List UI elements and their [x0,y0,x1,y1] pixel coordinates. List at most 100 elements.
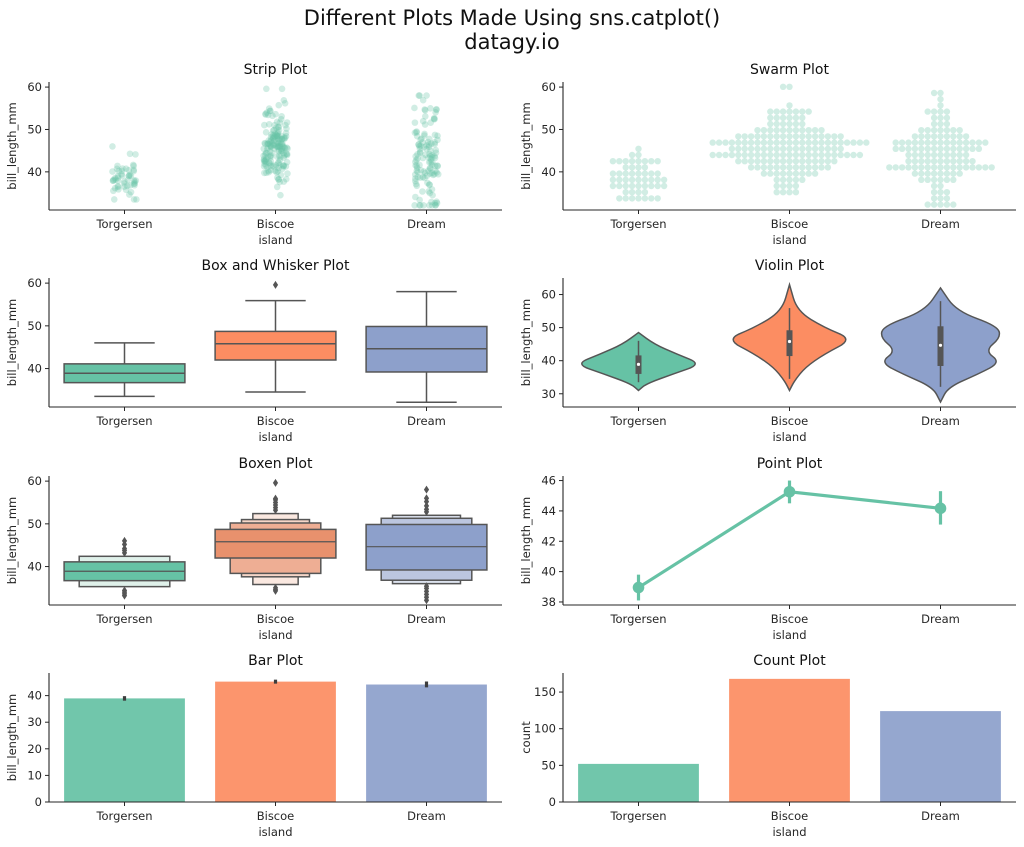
y-tick-label: 60 [27,474,42,488]
bar-dream [880,711,1001,802]
x-tick-label: Biscoe [257,217,295,231]
x-axis-label: island [258,430,292,444]
y-tick-label: 50 [541,321,556,335]
bar-torgersen [64,698,185,802]
y-tick-label: 100 [534,722,556,736]
x-axis-label: island [258,233,292,247]
subplot-title: Strip Plot [244,62,308,78]
x-tick-label: Dream [407,612,446,626]
subplot-title: Box and Whisker Plot [202,258,350,274]
point-line [637,490,941,589]
x-axis-label: island [772,825,806,839]
y-tick-label: 150 [534,685,556,699]
plot-area [109,85,442,209]
y-tick-label: 40 [27,689,42,703]
x-tick-label: Torgersen [609,414,666,428]
x-axis-label: island [772,233,806,247]
subplot-title: Bar Plot [248,653,303,669]
x-tick-label: Biscoe [771,217,809,231]
y-axis-label: bill_length_mm [5,497,19,584]
y-tick-label: 50 [541,758,556,772]
y-tick-label: 10 [27,768,42,782]
x-axis-label: island [258,628,292,642]
y-tick-label: 60 [27,80,42,94]
bar-biscoe [215,681,336,802]
x-tick-label: Biscoe [771,414,809,428]
boxen-torgersen [63,536,186,600]
y-tick-label: 0 [35,795,42,809]
bar-dream [366,684,487,802]
y-tick-label: 60 [541,288,556,302]
y-tick-label: 40 [541,565,556,579]
plot-area [609,83,995,208]
y-axis-label: count [519,721,533,754]
plot-area [64,679,487,802]
y-tick-label: 50 [27,122,42,136]
x-axis-label: island [772,430,806,444]
plot-area [581,281,1001,404]
boxen-biscoe [214,478,337,595]
violin-dream [880,286,1001,404]
violin-torgersen [581,331,696,392]
y-axis-label: bill_length_mm [519,299,533,386]
y-axis-label: bill_length_mm [519,102,533,189]
x-tick-label: Torgersen [95,809,152,823]
y-tick-label: 40 [27,362,42,376]
plot-area [578,678,1001,802]
figure-title: Different Plots Made Using sns.catplot() [303,6,721,30]
box-torgersen [63,342,186,398]
x-tick-label: Biscoe [771,612,809,626]
y-tick-label: 40 [27,165,42,179]
point-marker [934,502,947,515]
x-tick-label: Torgersen [609,217,666,231]
x-tick-label: Dream [921,612,960,626]
y-tick-label: 40 [541,165,556,179]
x-tick-label: Biscoe [257,612,295,626]
boxen-dream [365,485,488,605]
y-tick-label: 30 [27,715,42,729]
x-tick-label: Torgersen [95,414,152,428]
box-dream [365,290,488,404]
x-tick-label: Torgersen [95,612,152,626]
plot-area [632,480,947,601]
subplot-title: Swarm Plot [750,62,829,78]
x-tick-label: Dream [407,414,446,428]
x-axis-label: island [772,628,806,642]
y-tick-label: 30 [541,387,556,401]
x-tick-label: Torgersen [609,809,666,823]
y-tick-label: 50 [27,319,42,333]
plot-area [63,280,488,404]
bar-torgersen [578,763,699,802]
bar-biscoe [729,678,850,802]
x-tick-label: Biscoe [257,414,295,428]
y-tick-label: 20 [27,742,42,756]
y-tick-label: 60 [27,276,42,290]
x-tick-label: Dream [921,809,960,823]
x-tick-label: Dream [921,217,960,231]
figure-subtitle: datagy.io [464,30,560,54]
subplot-title: Point Plot [757,456,823,472]
y-tick-label: 0 [549,795,556,809]
y-tick-label: 40 [27,560,42,574]
y-axis-label: bill_length_mm [519,497,533,584]
y-tick-label: 42 [541,534,556,548]
plot-area [63,478,488,605]
x-tick-label: Dream [407,217,446,231]
y-axis-label: bill_length_mm [5,299,19,386]
x-tick-label: Dream [921,414,960,428]
y-tick-label: 46 [541,474,556,488]
x-axis-label: island [258,825,292,839]
y-tick-label: 50 [541,122,556,136]
subplot-title: Boxen Plot [239,456,313,472]
point-marker [632,581,645,594]
box-biscoe [214,280,337,393]
y-tick-label: 60 [541,80,556,94]
